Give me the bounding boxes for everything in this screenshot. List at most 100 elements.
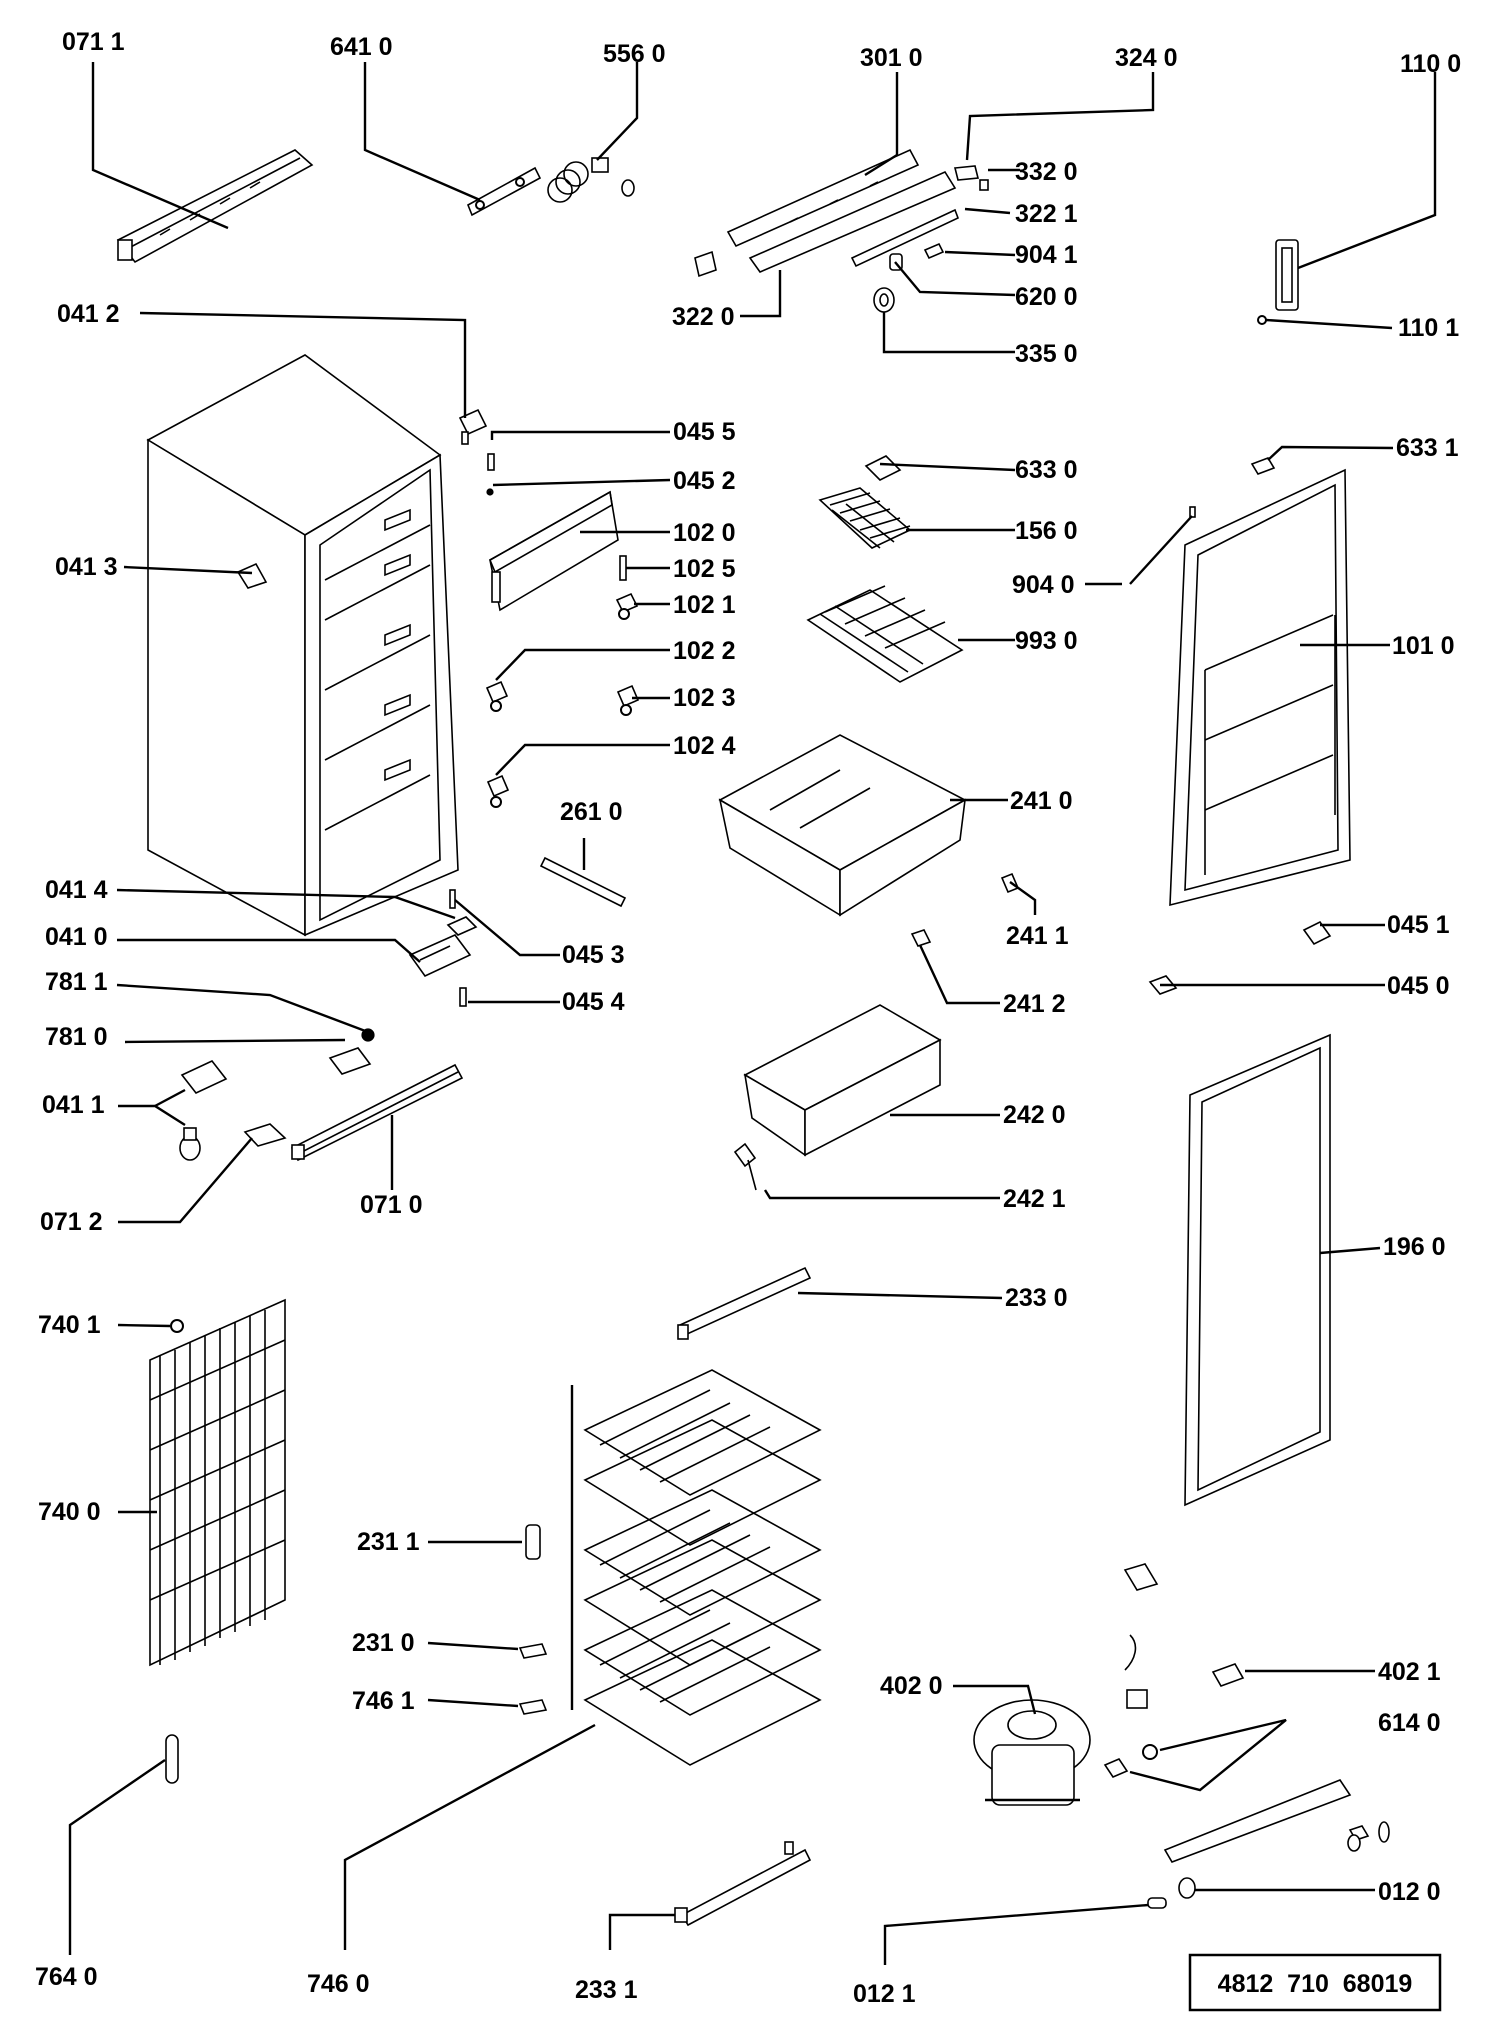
part-0411-hinge-foot [179, 1060, 228, 1161]
label-0712: 071 2 [40, 1208, 103, 1236]
part-2330-rail [677, 1266, 812, 1340]
part-9930-grid-tray [806, 585, 964, 683]
document-code: 4812 710 68019 [1218, 1970, 1413, 1998]
part-0121-pin [1147, 1897, 1167, 1909]
part-compressor-base [1163, 1779, 1390, 1863]
part-0454-pin [459, 987, 467, 1007]
label-0711: 071 1 [62, 28, 125, 56]
part-4020-compressor [973, 1699, 1091, 1806]
label-0451: 045 1 [1387, 911, 1450, 939]
label-9041: 904 1 [1015, 241, 1078, 269]
label-6200: 620 0 [1015, 283, 1078, 311]
label-0410: 041 0 [45, 923, 108, 951]
part-7640-pipe [165, 1734, 179, 1784]
label-7810: 781 0 [45, 1023, 108, 1051]
label-2311: 231 1 [357, 1528, 420, 1556]
part-9040-screw [1189, 506, 1196, 518]
part-cabinet [146, 354, 459, 937]
label-0120: 012 0 [1378, 1878, 1441, 1906]
part-4021-clip [1211, 1663, 1245, 1687]
label-4020: 402 0 [880, 1672, 943, 1700]
part-0710-rail [290, 1063, 464, 1162]
part-0453-pin [449, 889, 456, 909]
part-6331-clip [1250, 457, 1276, 475]
label-0412: 041 2 [57, 300, 120, 328]
part-7460-wire-shelves [570, 1369, 822, 1766]
label-2310: 231 0 [352, 1629, 415, 1657]
label-7640: 764 0 [35, 1963, 98, 1991]
part-0412-hinge [458, 408, 488, 445]
label-0414: 041 4 [45, 876, 108, 904]
part-0451-bracket [1302, 920, 1332, 946]
label-1101: 110 1 [1398, 314, 1459, 342]
label-2330: 233 0 [1005, 1284, 1068, 1312]
part-labels: 071 1 641 0 556 0 301 0 324 0 110 0 332 … [35, 28, 1461, 2008]
label-4021: 402 1 [1378, 1658, 1441, 1686]
label-0454: 045 4 [562, 988, 625, 1016]
label-0452: 045 2 [673, 467, 736, 495]
label-9930: 993 0 [1015, 627, 1078, 655]
part-7400-condenser [149, 1298, 286, 1667]
label-3010: 301 0 [860, 44, 923, 72]
label-2331: 233 1 [575, 1976, 638, 2004]
label-2410: 241 0 [1010, 787, 1073, 815]
part-2311-clip [525, 1524, 541, 1560]
label-1010: 101 0 [1392, 632, 1455, 660]
label-0450: 045 0 [1387, 972, 1450, 1000]
label-1960: 196 0 [1383, 1233, 1446, 1261]
part-2412-clip [910, 929, 932, 947]
part-2310-clip [518, 1643, 548, 1659]
part-6140-bracket [1103, 1744, 1158, 1778]
part-9041-clip [923, 242, 945, 260]
part-3240-knob-cap [953, 165, 989, 191]
part-1020-flap [488, 490, 619, 612]
label-6140: 614 0 [1378, 1709, 1441, 1737]
part-0452-dot [486, 488, 494, 496]
part-1010-door [1169, 468, 1351, 907]
label-6331: 633 1 [1396, 434, 1459, 462]
label-2421: 242 1 [1003, 1185, 1066, 1213]
part-1021-clip [615, 592, 639, 620]
part-6410-bracket [466, 166, 542, 217]
label-1100: 110 0 [1400, 50, 1461, 78]
label-3221: 322 1 [1015, 200, 1078, 228]
label-0710: 071 0 [360, 1191, 423, 1219]
label-3240: 324 0 [1115, 44, 1178, 72]
label-2420: 242 0 [1003, 1101, 1066, 1129]
part-1025-spring [619, 555, 627, 581]
part-6330-clip [864, 455, 902, 481]
label-2610: 261 0 [560, 798, 623, 826]
label-3350: 335 0 [1015, 340, 1078, 368]
label-1020: 102 0 [673, 519, 736, 547]
part-1100-door-handle [1257, 239, 1299, 325]
label-1024: 102 4 [673, 732, 736, 760]
label-1023: 102 3 [673, 684, 736, 712]
label-6330: 633 0 [1015, 456, 1078, 484]
label-1025: 102 5 [673, 555, 736, 583]
part-7461-clip [518, 1699, 548, 1715]
leader-lines [68, 62, 1437, 1965]
part-1960-gasket [1184, 1033, 1331, 1507]
part-1023-clip [616, 684, 640, 716]
label-7400: 740 0 [38, 1498, 101, 1526]
part-1024-clip [486, 774, 510, 808]
part-2410-drawer [718, 734, 967, 917]
document-code-box: 4812 710 68019 [1188, 1953, 1442, 2012]
part-compressor-relay [1123, 1563, 1159, 1709]
part-3350-knob [873, 287, 895, 313]
label-5560: 556 0 [603, 40, 666, 68]
label-7811: 781 1 [45, 968, 108, 996]
part-2420-drawer [743, 1004, 942, 1157]
part-0711-top-rail [116, 149, 314, 264]
label-2411: 241 1 [1006, 922, 1069, 950]
label-1022: 102 2 [673, 637, 736, 665]
label-0121: 012 1 [853, 1980, 916, 2008]
label-6410: 641 0 [330, 33, 393, 61]
part-0413-clip [236, 562, 268, 589]
label-1560: 156 0 [1015, 517, 1078, 545]
part-2331-rail [674, 1841, 812, 1927]
label-2412: 241 2 [1003, 990, 1066, 1018]
label-3220: 322 0 [672, 303, 735, 331]
label-9040: 904 0 [1012, 571, 1075, 599]
